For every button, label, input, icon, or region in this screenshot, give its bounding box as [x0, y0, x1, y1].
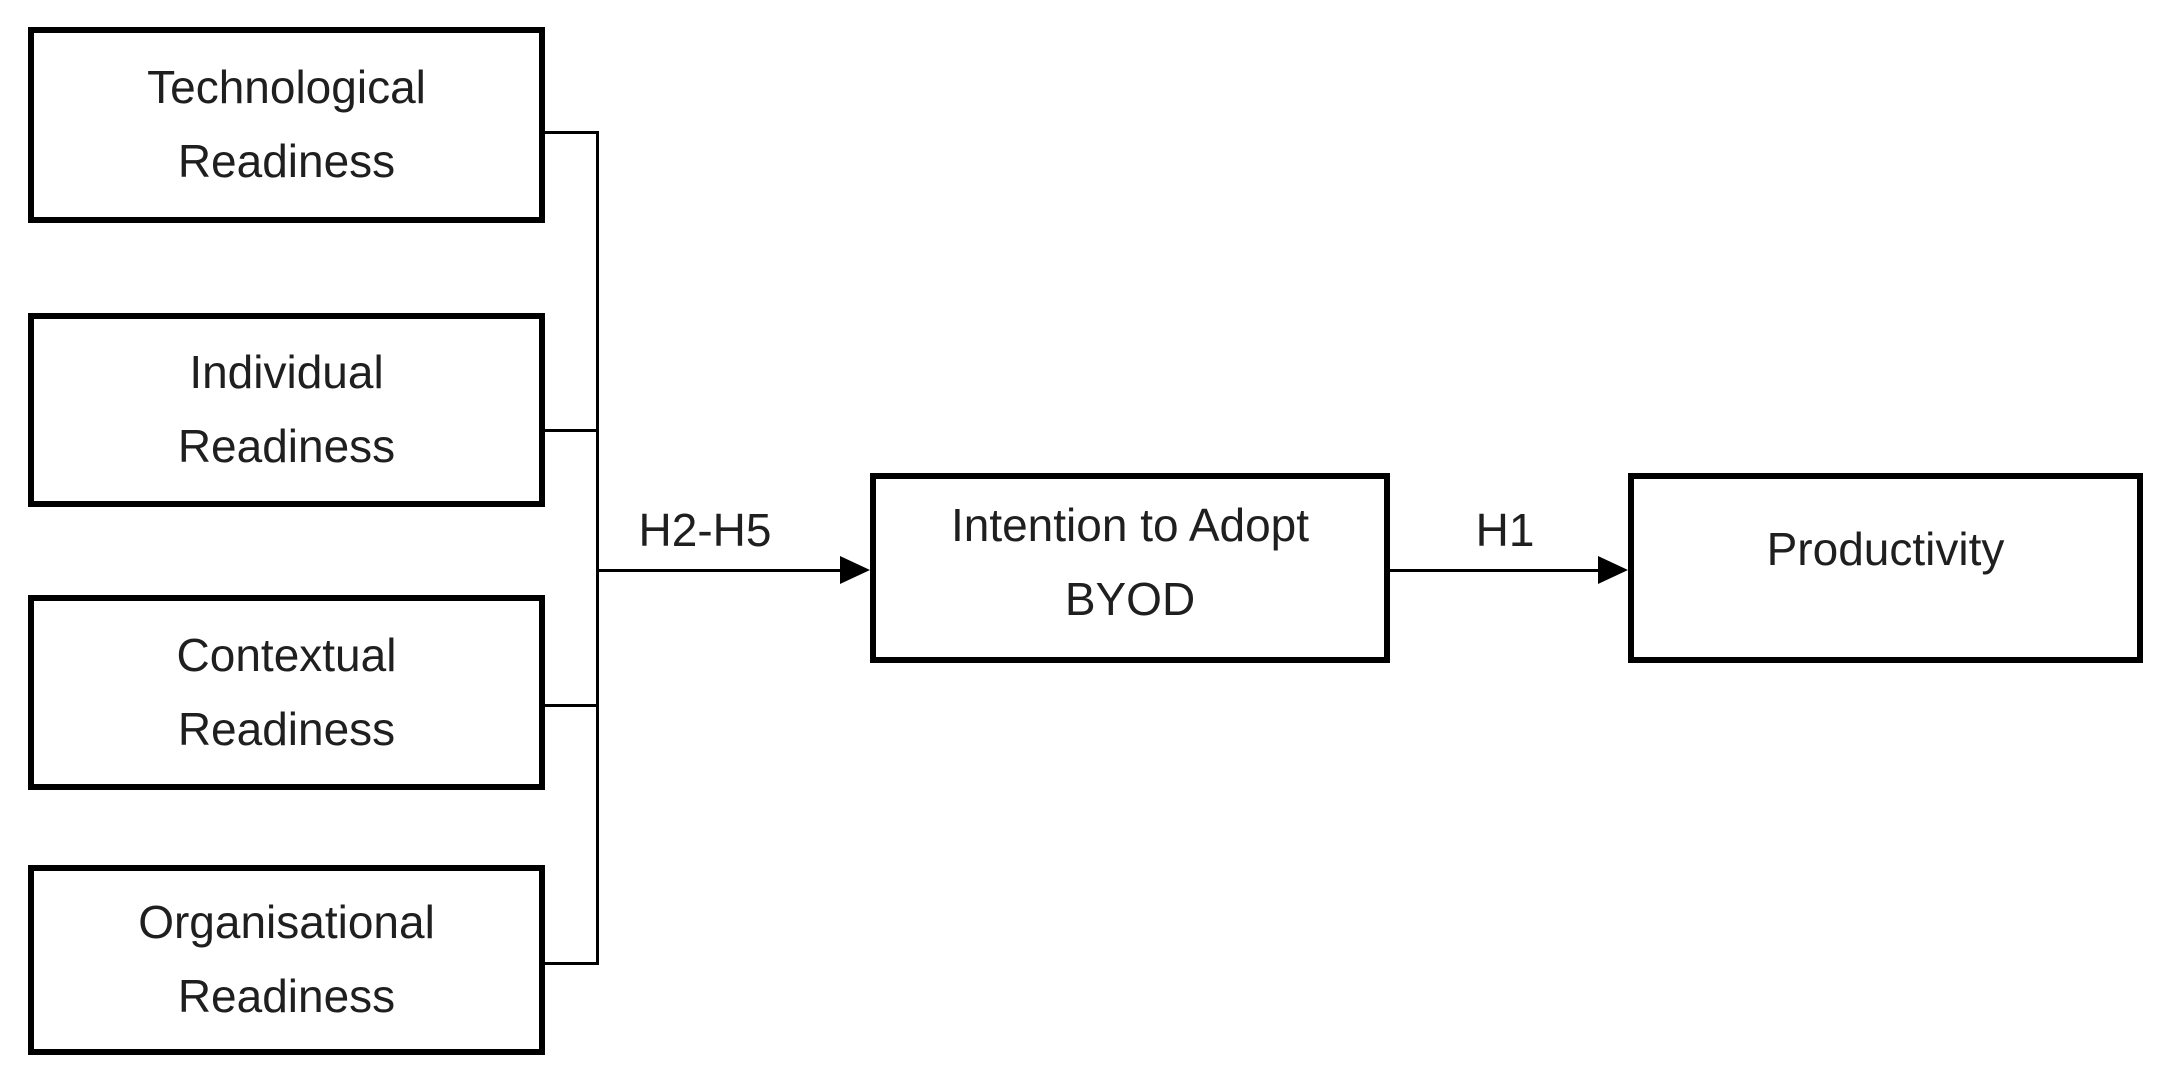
- fan-in-vertical-line: [596, 131, 599, 965]
- connector-stub-technological: [545, 131, 599, 134]
- box-technological-readiness: Technological Readiness: [28, 27, 545, 223]
- box-label-line: Technological: [147, 61, 426, 114]
- box-label-line: Readiness: [177, 420, 396, 472]
- h1-arrowhead-icon: [1598, 556, 1628, 584]
- hypothesis-label-h1: H1: [1475, 504, 1535, 556]
- box-label-line: BYOD: [1064, 573, 1196, 625]
- box-intention-to-adopt-byod: Intention to Adopt BYOD: [870, 473, 1390, 663]
- box-label-line: Readiness: [177, 135, 396, 187]
- box-label-line: Contextual: [176, 628, 397, 681]
- box-label-line: Individual: [189, 346, 384, 399]
- box-label-line: Productivity: [1766, 523, 2005, 576]
- h2h5-arrow-shaft: [596, 569, 840, 572]
- h1-arrow-shaft: [1390, 569, 1598, 572]
- connector-stub-organisational: [545, 962, 599, 965]
- box-label-line: Organisational: [138, 896, 435, 949]
- box-productivity: Productivity: [1628, 473, 2143, 663]
- hypothesis-label-h2-h5: H2-H5: [638, 504, 772, 556]
- connector-stub-individual: [545, 429, 599, 432]
- box-individual-readiness: Individual Readiness: [28, 313, 545, 507]
- box-label-line: Readiness: [177, 970, 396, 1022]
- connector-stub-contextual: [545, 704, 599, 707]
- box-label-line: Readiness: [177, 702, 396, 755]
- box-contextual-readiness: Contextual Readiness: [28, 595, 545, 790]
- h2h5-arrowhead-icon: [840, 556, 870, 584]
- box-organisational-readiness: Organisational Readiness: [28, 865, 545, 1055]
- box-label-line: Intention to Adopt: [950, 499, 1310, 552]
